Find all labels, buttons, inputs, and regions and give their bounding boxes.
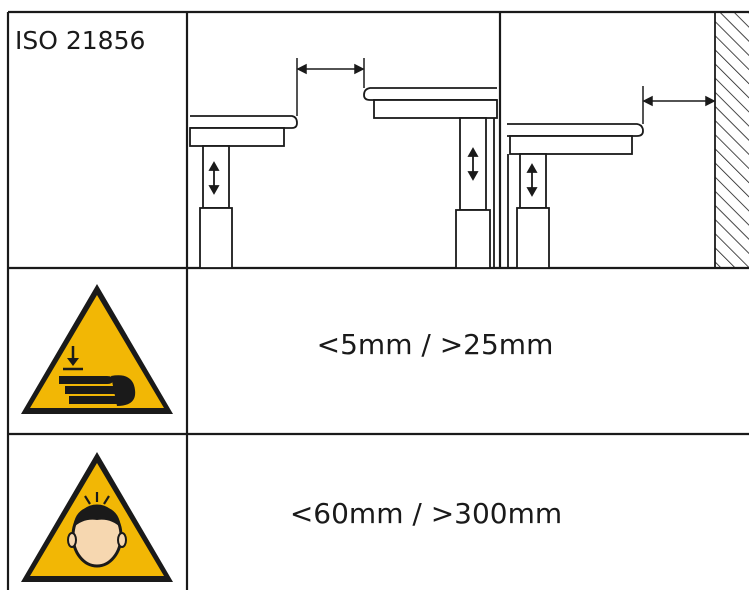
hand-crush-distances: <5mm / >25mm [316, 328, 554, 361]
gap-dimension-arrow-icon [296, 58, 365, 116]
wall-gap-dimension-arrow-icon [642, 86, 716, 124]
height-adjust-arrow-icon [208, 161, 220, 195]
height-adjust-arrow-icon [467, 147, 479, 181]
panel-table-gap [189, 87, 498, 269]
head-impact-distances: <60mm / >300mm [289, 497, 563, 530]
wall [714, 12, 749, 268]
standard-label: ISO 21856 [15, 26, 146, 55]
table-grid [6, 10, 749, 590]
height-adjust-arrow-icon [526, 163, 538, 197]
head-impact-warning-icon [21, 452, 173, 582]
panel-wall-gap [507, 123, 644, 269]
hand-crush-warning-icon [21, 284, 173, 414]
